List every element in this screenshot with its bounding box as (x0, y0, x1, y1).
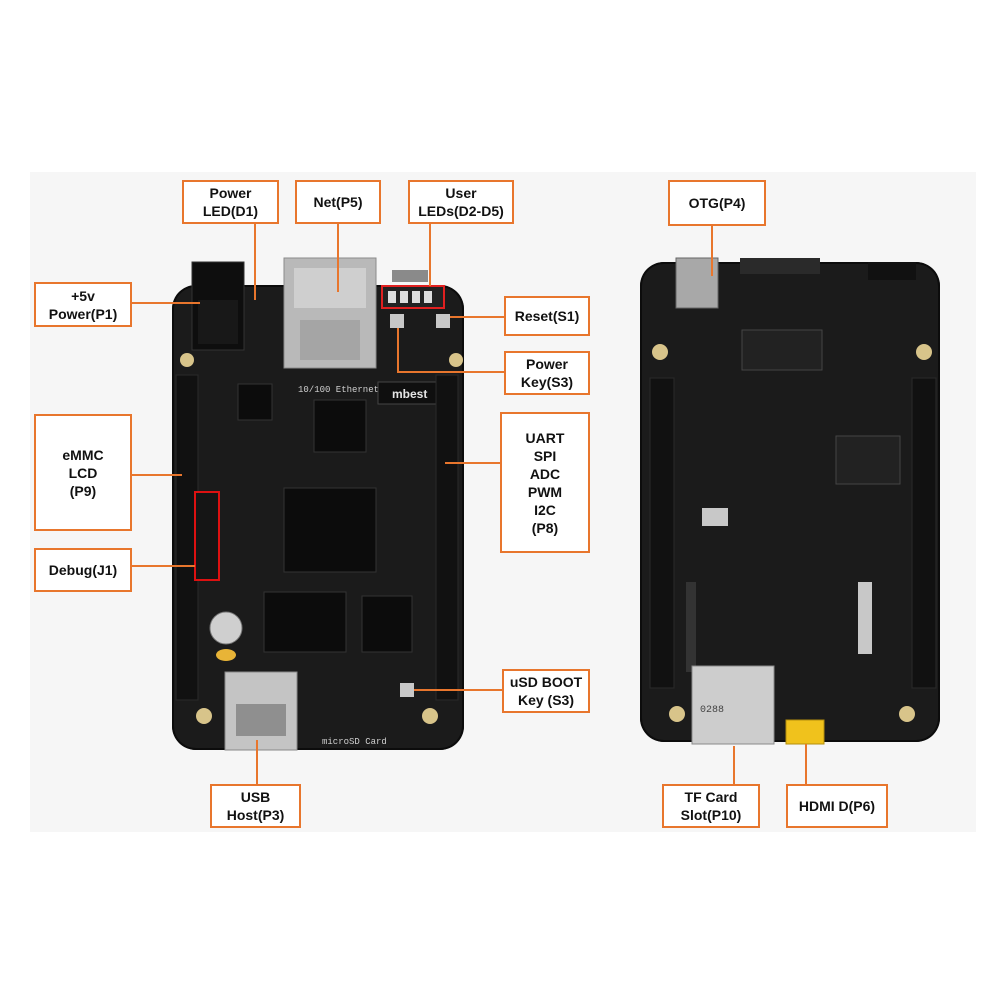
back-header-right (911, 377, 937, 689)
power-key-button (390, 314, 404, 328)
label-tf-card: TF Card Slot(P10) (662, 784, 760, 828)
tf-card-slot (691, 665, 775, 745)
label-otg: OTG(P4) (668, 180, 766, 226)
usd-boot-button (400, 683, 414, 697)
label-5v-power: +5v Power(P1) (34, 282, 132, 327)
label-emmc-lcd: eMMC LCD (P9) (34, 414, 132, 531)
back-header-left (649, 377, 675, 689)
emmc-chip (313, 399, 367, 453)
label-hdmi: HDMI D(P6) (786, 784, 888, 828)
debug-header (194, 491, 220, 581)
brand-print: mbest (392, 387, 427, 401)
reset-button (436, 314, 450, 328)
label-reset: Reset(S1) (504, 296, 590, 336)
header-p8 (435, 374, 459, 701)
label-power-led: Power LED(D1) (182, 180, 279, 224)
label-usd-boot: uSD BOOT Key (S3) (502, 669, 590, 713)
callout-lines (132, 222, 807, 784)
capacitor (209, 611, 243, 645)
ram-chip (263, 591, 347, 653)
label-power-key: Power Key(S3) (504, 351, 590, 395)
label-uart-spi: UART SPI ADC PWM I2C (P8) (500, 412, 590, 553)
ethernet-print: 10/100 Ethernet (298, 385, 379, 395)
line-power-key (397, 328, 504, 373)
processor-chip (283, 487, 377, 573)
label-debug: Debug(J1) (34, 548, 132, 592)
microsd-print: microSD Card (322, 737, 387, 747)
chip-print: 0288 (700, 705, 724, 716)
label-usb-host: USB Host(P3) (210, 784, 301, 828)
label-net: Net(P5) (295, 180, 381, 224)
pmic-chip (361, 595, 413, 653)
hdmi-port (785, 719, 825, 745)
label-user-leds: User LEDs(D2-D5) (408, 180, 514, 224)
